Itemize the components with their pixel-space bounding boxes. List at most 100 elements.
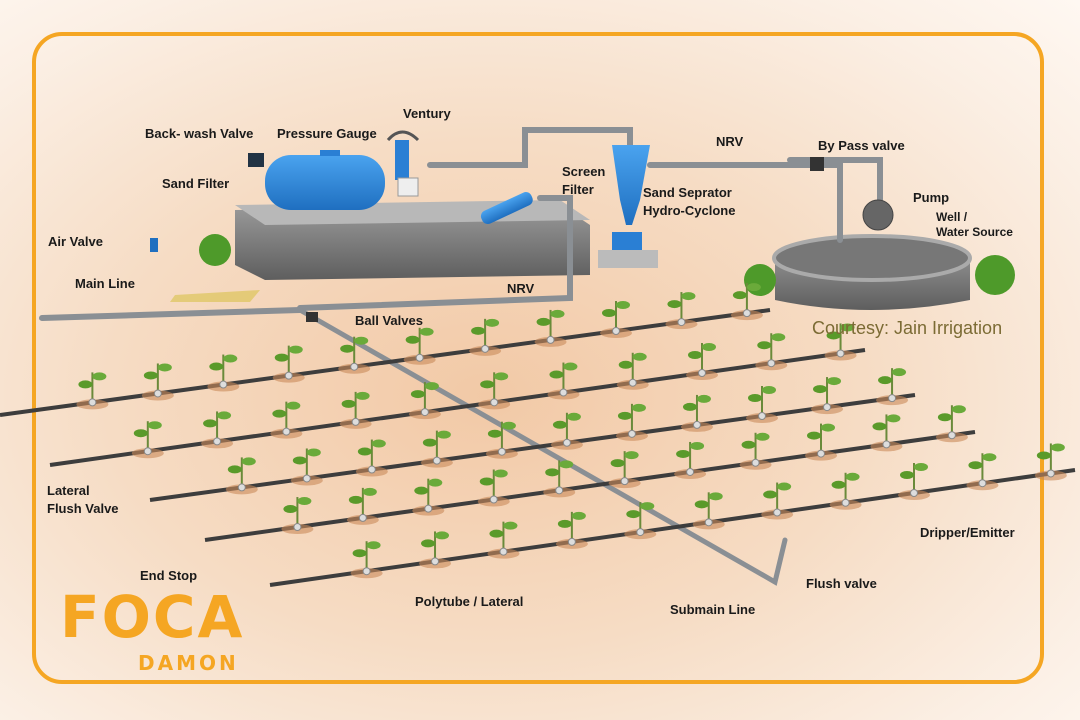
- label-backwash-valve: Back- wash Valve: [145, 126, 254, 141]
- plant: [477, 469, 510, 507]
- plant: [805, 423, 837, 461]
- plant: [616, 352, 649, 390]
- plant: [547, 362, 580, 400]
- plant: [485, 421, 518, 459]
- label-lateral-flush-2: Flush Valve: [47, 501, 119, 516]
- plant: [555, 511, 588, 549]
- label-nrv-top: NRV: [716, 134, 744, 149]
- plant: [487, 521, 520, 559]
- plant: [338, 336, 371, 374]
- ball-valve: [306, 312, 318, 322]
- label-bypass-valve: By Pass valve: [818, 138, 905, 153]
- plant: [355, 439, 388, 477]
- label-flush-valve: Flush valve: [806, 576, 877, 591]
- plant: [761, 482, 794, 520]
- label-end-stop: End Stop: [140, 568, 198, 583]
- label-dripper: Dripper/Emitter: [920, 525, 1015, 540]
- label-venturi: Ventury: [403, 106, 451, 121]
- plant: [746, 386, 778, 423]
- air-valve: [150, 238, 158, 252]
- label-main-line: Main Line: [75, 276, 135, 291]
- label-polytube: Polytube / Lateral: [415, 594, 524, 609]
- plant: [207, 354, 240, 392]
- plant: [469, 318, 502, 356]
- plant: [76, 372, 109, 410]
- plant: [692, 492, 725, 530]
- lateral-polytube: [204, 430, 976, 542]
- bypass-valve-body: [810, 157, 824, 171]
- label-pump: Pump: [913, 190, 950, 205]
- orange-frame: [32, 32, 1044, 684]
- plant: [201, 411, 234, 449]
- plant: [824, 323, 857, 361]
- label-sand-filter: Sand Filter: [162, 176, 230, 191]
- lateral-polytube: [49, 348, 866, 467]
- plant: [811, 377, 844, 415]
- plant: [408, 382, 441, 420]
- plant: [543, 460, 576, 498]
- sand-filter-tank: [248, 150, 385, 210]
- plant: [624, 502, 657, 540]
- plant: [550, 412, 583, 450]
- screen-filter: [480, 192, 533, 225]
- plant: [131, 421, 164, 459]
- plant: [412, 478, 445, 516]
- plant: [876, 368, 909, 406]
- lateral-polytube: [149, 393, 916, 502]
- plant: [478, 372, 511, 410]
- lateral-polytube: [0, 308, 771, 417]
- plant: [730, 283, 763, 321]
- logo-foca: FOCA: [60, 583, 245, 651]
- label-well-2: Water Source: [936, 225, 1013, 239]
- laterals: [0, 283, 1076, 587]
- plant: [686, 343, 718, 380]
- plant: [674, 441, 707, 479]
- plant: [270, 401, 303, 439]
- label-sand-separator-2: Hydro-Cyclone: [643, 203, 736, 218]
- filter-platform: [235, 200, 590, 280]
- plant: [870, 414, 903, 452]
- plant: [608, 451, 641, 489]
- label-sand-separator-1: Sand Seprator: [643, 185, 732, 200]
- plant: [281, 497, 314, 535]
- plant: [350, 541, 383, 579]
- plant: [600, 301, 632, 338]
- venturi-assembly: [386, 130, 420, 197]
- label-air-valve: Air Valve: [48, 234, 103, 249]
- plant: [534, 309, 567, 347]
- plant: [403, 327, 436, 365]
- plant: [290, 448, 323, 486]
- wet-patch: [170, 290, 260, 302]
- courtesy-credit: Courtesy: Jain Irrigation: [812, 318, 1003, 338]
- plant: [225, 457, 258, 495]
- well: [199, 234, 1015, 310]
- plant: [419, 531, 452, 569]
- label-lateral-flush-1: Lateral: [47, 483, 90, 498]
- plant: [755, 333, 788, 371]
- label-submain: Submain Line: [670, 602, 756, 617]
- plant: [615, 403, 648, 441]
- label-well-1: Well /: [936, 210, 968, 224]
- plant: [829, 472, 862, 510]
- plant: [665, 292, 698, 330]
- plant: [739, 432, 772, 470]
- plant: [339, 391, 372, 429]
- pump: [862, 199, 894, 231]
- plant: [966, 453, 999, 491]
- label-screen-filter-1: Screen: [562, 164, 606, 179]
- lateral-polytube: [269, 468, 1076, 587]
- label-nrv-main: NRV: [507, 281, 535, 296]
- logo-damon: DAMON: [138, 651, 239, 675]
- plant: [272, 345, 305, 383]
- plant: [141, 363, 174, 401]
- label-screen-filter-2: Filter: [562, 182, 594, 197]
- plant: [346, 487, 379, 525]
- plant: [680, 394, 713, 432]
- plant: [420, 430, 453, 468]
- hydro-cyclone: [598, 145, 658, 268]
- label-ball-valves: Ball Valves: [355, 313, 423, 328]
- plant: [1034, 443, 1067, 481]
- label-pressure-gauge: Pressure Gauge: [277, 126, 377, 141]
- plant: [935, 405, 968, 443]
